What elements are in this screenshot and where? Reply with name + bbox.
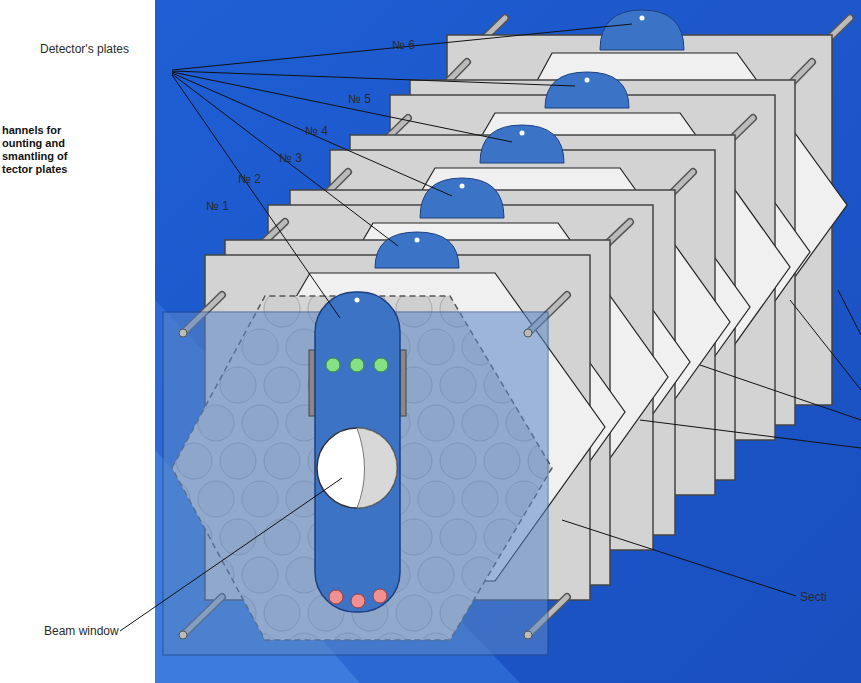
callout-number: № 5: [348, 92, 371, 106]
part-label: Detector's plates: [40, 42, 129, 56]
front-plate: [163, 292, 552, 655]
note-label: hannels for ounting and smantling of tec…: [2, 124, 92, 176]
background-panel: [155, 0, 861, 683]
callout-number: № 6: [392, 38, 415, 52]
part-label: Secti: [800, 590, 827, 604]
part-label: Beam window: [44, 624, 119, 638]
callout-number: № 2: [238, 172, 261, 186]
callout-number: № 3: [279, 151, 302, 165]
callout-number: № 1: [206, 199, 229, 213]
callout-number: № 4: [305, 124, 328, 138]
leader-line: [120, 24, 861, 631]
